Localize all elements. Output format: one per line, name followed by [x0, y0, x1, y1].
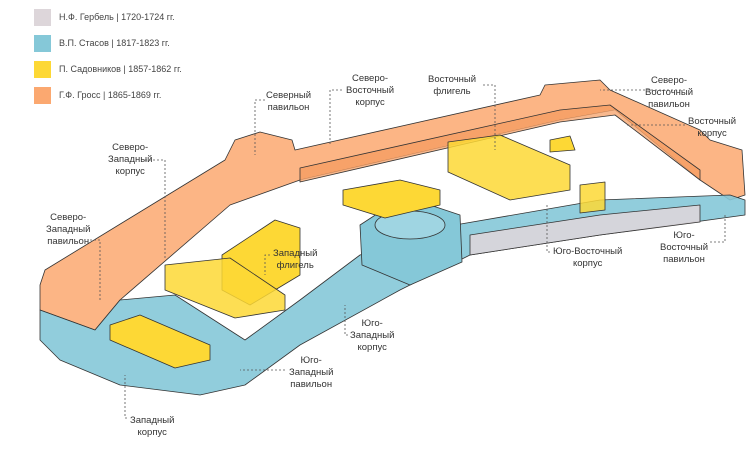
legend-item: В.П. Стасов | 1817-1823 гг. [34, 30, 182, 56]
east-wing-block [447, 134, 571, 201]
legend-swatch [34, 8, 51, 26]
small-block-1 [579, 181, 606, 214]
ne-building-face [299, 104, 701, 183]
legend-swatch [34, 86, 51, 104]
west-wing-2 [164, 257, 286, 319]
legend-label: Г.Ф. Гросс | 1865-1869 гг. [59, 90, 162, 100]
leader-lines [90, 84, 726, 419]
legend-item: Н.Ф. Гербель | 1720-1724 гг. [34, 4, 182, 30]
sw-block [109, 314, 211, 369]
legend-item: П. Садовников | 1857-1862 гг. [34, 56, 182, 82]
small-block-2 [549, 135, 576, 153]
legend: Н.Ф. Гербель | 1720-1724 гг. В.П. Стасов… [34, 4, 182, 108]
legend-label: В.П. Стасов | 1817-1823 гг. [59, 38, 170, 48]
legend-label: Н.Ф. Гербель | 1720-1724 гг. [59, 12, 175, 22]
herbel-facade [469, 204, 701, 256]
legend-item: Г.Ф. Гросс | 1865-1869 гг. [34, 82, 182, 108]
legend-label: П. Садовников | 1857-1862 гг. [59, 64, 182, 74]
legend-swatch [34, 34, 51, 52]
south-facade [39, 194, 746, 396]
ne-block [342, 179, 441, 219]
legend-swatch [34, 60, 51, 78]
north-building [39, 79, 746, 331]
